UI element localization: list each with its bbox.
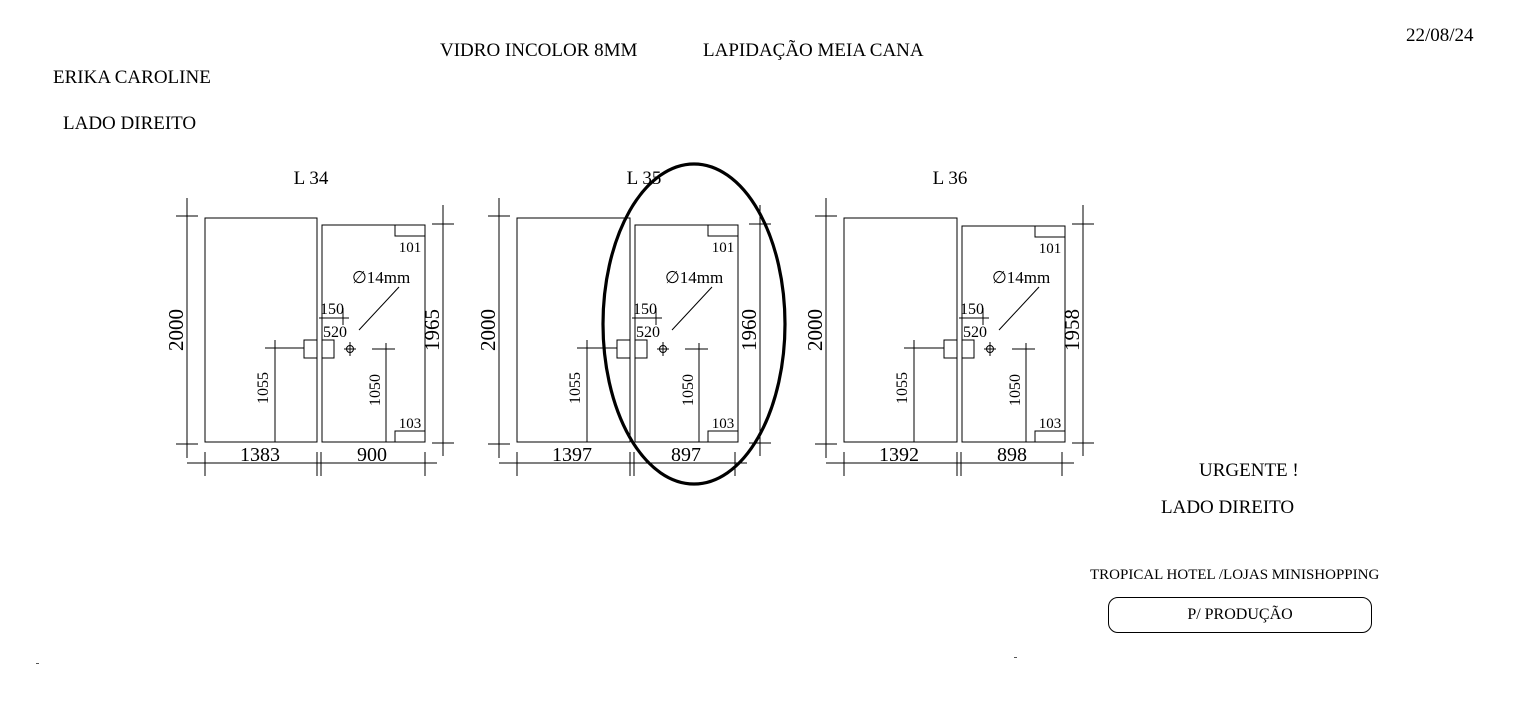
vertical-offset-dimension: 520 xyxy=(963,324,987,341)
fixed-handle-block xyxy=(943,339,958,359)
top-hinge-dimension: 101 xyxy=(1039,241,1062,257)
door-width-dimension: 898 xyxy=(997,444,1027,466)
panel-label: L 36 xyxy=(933,168,968,189)
fixed-handle-height-dimension: 1055 xyxy=(894,372,911,404)
door-height-dimension: 1960 xyxy=(737,309,761,351)
hole-diameter-label: ∅14mm xyxy=(665,268,723,287)
bottom-hinge-notch xyxy=(707,430,739,443)
fixed-width-dimension: 1392 xyxy=(879,444,919,466)
fixed-handle-height-dimension: 1055 xyxy=(255,372,272,404)
door-glass-pane xyxy=(961,225,1066,443)
production-status-label: P/ PRODUÇÃO xyxy=(1187,606,1293,623)
panel-2: L 35 101 103 2000 1960 1397 897 1055 1050 150 520 ∅… xyxy=(476,168,771,476)
urgent-note: URGENTE ! xyxy=(1199,460,1299,481)
material-spec: VIDRO INCOLOR 8MM xyxy=(440,40,638,61)
fixed-width-dimension: 1397 xyxy=(552,444,592,466)
diameter-leader-line xyxy=(358,286,400,331)
top-hinge-notch xyxy=(394,224,426,237)
fixed-glass-pane xyxy=(843,217,958,443)
bottom-hinge-dimension: 103 xyxy=(399,416,422,432)
hole-diameter-label: ∅14mm xyxy=(352,268,410,287)
fixed-handle-height-dimension: 1055 xyxy=(567,372,584,404)
vertical-offset-dimension: 520 xyxy=(323,324,347,341)
door-handle-height-dimension: 1050 xyxy=(367,374,384,406)
bottom-hinge-notch xyxy=(1034,430,1066,443)
door-glass-pane xyxy=(634,224,739,443)
door-handle-height-dimension: 1050 xyxy=(680,374,697,406)
door-height-dimension: 1965 xyxy=(420,309,444,351)
vertical-offset-dimension: 520 xyxy=(636,324,660,341)
panel-1: L 34 101 103 2000 1965 1383 900 1055 1050 150 520 ∅… xyxy=(164,168,454,476)
panel-label: L 34 xyxy=(294,168,329,189)
scan-mark xyxy=(1014,657,1017,658)
door-handle-block xyxy=(321,339,335,359)
fixed-glass-pane xyxy=(204,217,318,443)
fixed-handle-block xyxy=(303,339,318,359)
fixed-height-dimension: 2000 xyxy=(476,309,500,351)
panel-label: L 35 xyxy=(627,168,662,189)
door-handle-block xyxy=(961,339,975,359)
top-hinge-notch xyxy=(707,224,739,237)
date: 22/08/24 xyxy=(1406,25,1474,46)
door-width-dimension: 900 xyxy=(357,444,387,466)
project-name: TROPICAL HOTEL /LOJAS MINISHOPPING xyxy=(1090,567,1380,583)
bottom-hinge-notch xyxy=(394,430,426,443)
door-width-dimension: 897 xyxy=(671,444,701,466)
top-hinge-notch xyxy=(1034,225,1066,238)
horizontal-offset-dimension: 150 xyxy=(633,301,657,318)
scan-mark xyxy=(36,663,39,664)
door-glass-pane xyxy=(321,224,426,443)
fixed-width-dimension: 1383 xyxy=(240,444,280,466)
bottom-hinge-dimension: 103 xyxy=(1039,416,1062,432)
fixed-glass-pane xyxy=(516,217,631,443)
finish-spec: LAPIDAÇÃO MEIA CANA xyxy=(703,40,924,61)
diameter-leader-line xyxy=(671,286,713,331)
production-status-badge: P/ PRODUÇÃO xyxy=(1108,597,1372,633)
door-handle-block xyxy=(634,339,648,359)
top-hinge-dimension: 101 xyxy=(712,240,735,256)
door-handle-height-dimension: 1050 xyxy=(1007,374,1024,406)
side-note: LADO DIREITO xyxy=(1161,497,1295,518)
horizontal-offset-dimension: 150 xyxy=(960,301,984,318)
side-label: LADO DIREITO xyxy=(63,113,197,134)
bottom-hinge-dimension: 103 xyxy=(712,416,735,432)
horizontal-offset-dimension: 150 xyxy=(320,301,344,318)
door-height-dimension: 1958 xyxy=(1060,309,1084,351)
hole-diameter-label: ∅14mm xyxy=(992,268,1050,287)
highlight-ellipse xyxy=(601,162,787,486)
fixed-height-dimension: 2000 xyxy=(164,309,188,351)
panel-3: L 36 101 103 2000 1958 1392 898 1055 1050 150 520 ∅… xyxy=(803,168,1094,476)
fixed-handle-block xyxy=(616,339,631,359)
fixed-height-dimension: 2000 xyxy=(803,309,827,351)
top-hinge-dimension: 101 xyxy=(399,240,422,256)
diameter-leader-line xyxy=(998,286,1040,331)
client-name: ERIKA CAROLINE xyxy=(53,67,211,88)
